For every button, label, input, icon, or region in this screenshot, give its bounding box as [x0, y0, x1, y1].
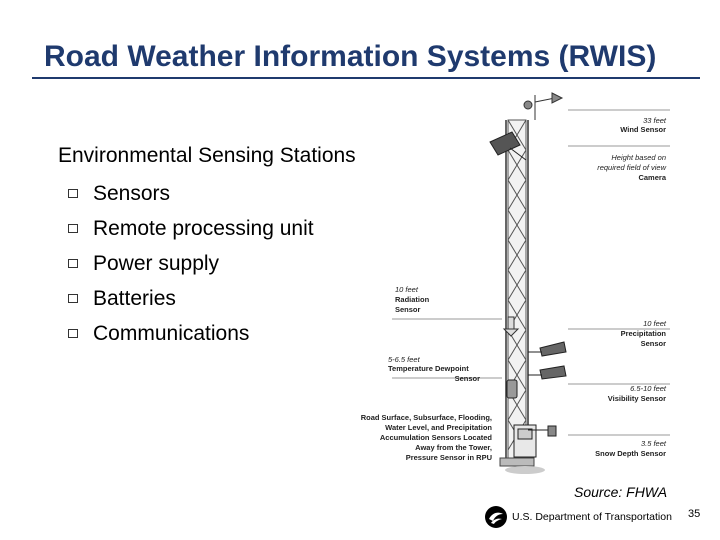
radiation-label-line1: Radiation	[395, 295, 430, 304]
bullet-text: Sensors	[93, 181, 171, 205]
source-credit: Source: FHWA	[574, 484, 668, 500]
wind-sensor	[523, 92, 564, 120]
slide-title: Road Weather Information Systems (RWIS)	[44, 40, 657, 73]
camera-note-line1: Height based on	[611, 153, 666, 162]
temperature-sensor	[506, 379, 518, 399]
bullet-square-icon	[68, 259, 78, 268]
list-item: Sensors	[66, 176, 314, 211]
camera-note-line2: required field of view	[597, 163, 666, 172]
page-number: 35	[688, 508, 701, 520]
bullet-square-icon	[68, 294, 78, 303]
camera-label: Camera	[638, 173, 666, 182]
bullet-text: Batteries	[93, 286, 176, 310]
temperature-label-line2: Sensor	[455, 374, 481, 383]
bullet-text: Power supply	[93, 251, 220, 275]
visibility-sensor-label: Visibility Sensor	[608, 394, 666, 403]
road-sensors-label-line2: Water Level, and Precipitation	[385, 423, 492, 432]
list-item: Remote processing unit	[66, 211, 314, 246]
rwis-tower-diagram: 33 feet Wind Sensor Height based on requ…	[340, 90, 680, 480]
snow-height-label: 3.5 feet	[641, 439, 667, 448]
temperature-height-label: 5-6.5 feet	[388, 355, 421, 364]
visibility-sensor	[528, 365, 567, 380]
ground-shadow	[505, 466, 545, 474]
snow-depth-sensor	[528, 425, 557, 437]
wind-sensor-label: Wind Sensor	[620, 125, 666, 134]
leader-lines	[392, 109, 670, 436]
precipitation-height-label: 10 feet	[643, 319, 667, 328]
precipitation-sensor	[528, 341, 567, 357]
tower-lattice	[505, 119, 529, 466]
tower-base	[499, 457, 535, 467]
list-item: Batteries	[66, 281, 314, 316]
list-item: Power supply	[66, 246, 314, 281]
bullet-text: Remote processing unit	[93, 216, 314, 240]
footer-organization: U.S. Department of Transportation	[512, 511, 672, 523]
road-sensors-label-line4: Away from the Tower,	[415, 443, 492, 452]
list-item: Communications	[66, 316, 314, 351]
precipitation-label-line1: Precipitation	[621, 329, 667, 338]
snow-depth-label: Snow Depth Sensor	[595, 449, 666, 458]
radiation-sensor	[502, 316, 520, 337]
precipitation-label-line2: Sensor	[641, 339, 667, 348]
radiation-label-line2: Sensor	[395, 305, 421, 314]
bullet-square-icon	[68, 329, 78, 338]
temperature-label-line1: Temperature Dewpoint	[388, 364, 469, 373]
road-sensors-label-line1: Road Surface, Subsurface, Flooding,	[361, 413, 492, 422]
title-underline	[32, 77, 700, 79]
dot-logo-icon	[485, 506, 507, 528]
section-heading: Environmental Sensing Stations	[58, 144, 356, 167]
rpu-cabinet	[513, 424, 537, 458]
camera	[489, 131, 527, 161]
bullet-list: Sensors Remote processing unit Power sup…	[66, 176, 314, 351]
road-sensors-label-line5: Pressure Sensor in RPU	[406, 453, 492, 462]
bullet-square-icon	[68, 224, 78, 233]
bullet-text: Communications	[93, 321, 250, 345]
bullet-square-icon	[68, 189, 78, 198]
wind-height-label: 33 feet	[643, 116, 667, 125]
road-sensors-label-line3: Accumulation Sensors Located	[380, 433, 493, 442]
visibility-height-label: 6.5-10 feet	[630, 384, 667, 393]
radiation-height-label: 10 feet	[395, 285, 419, 294]
